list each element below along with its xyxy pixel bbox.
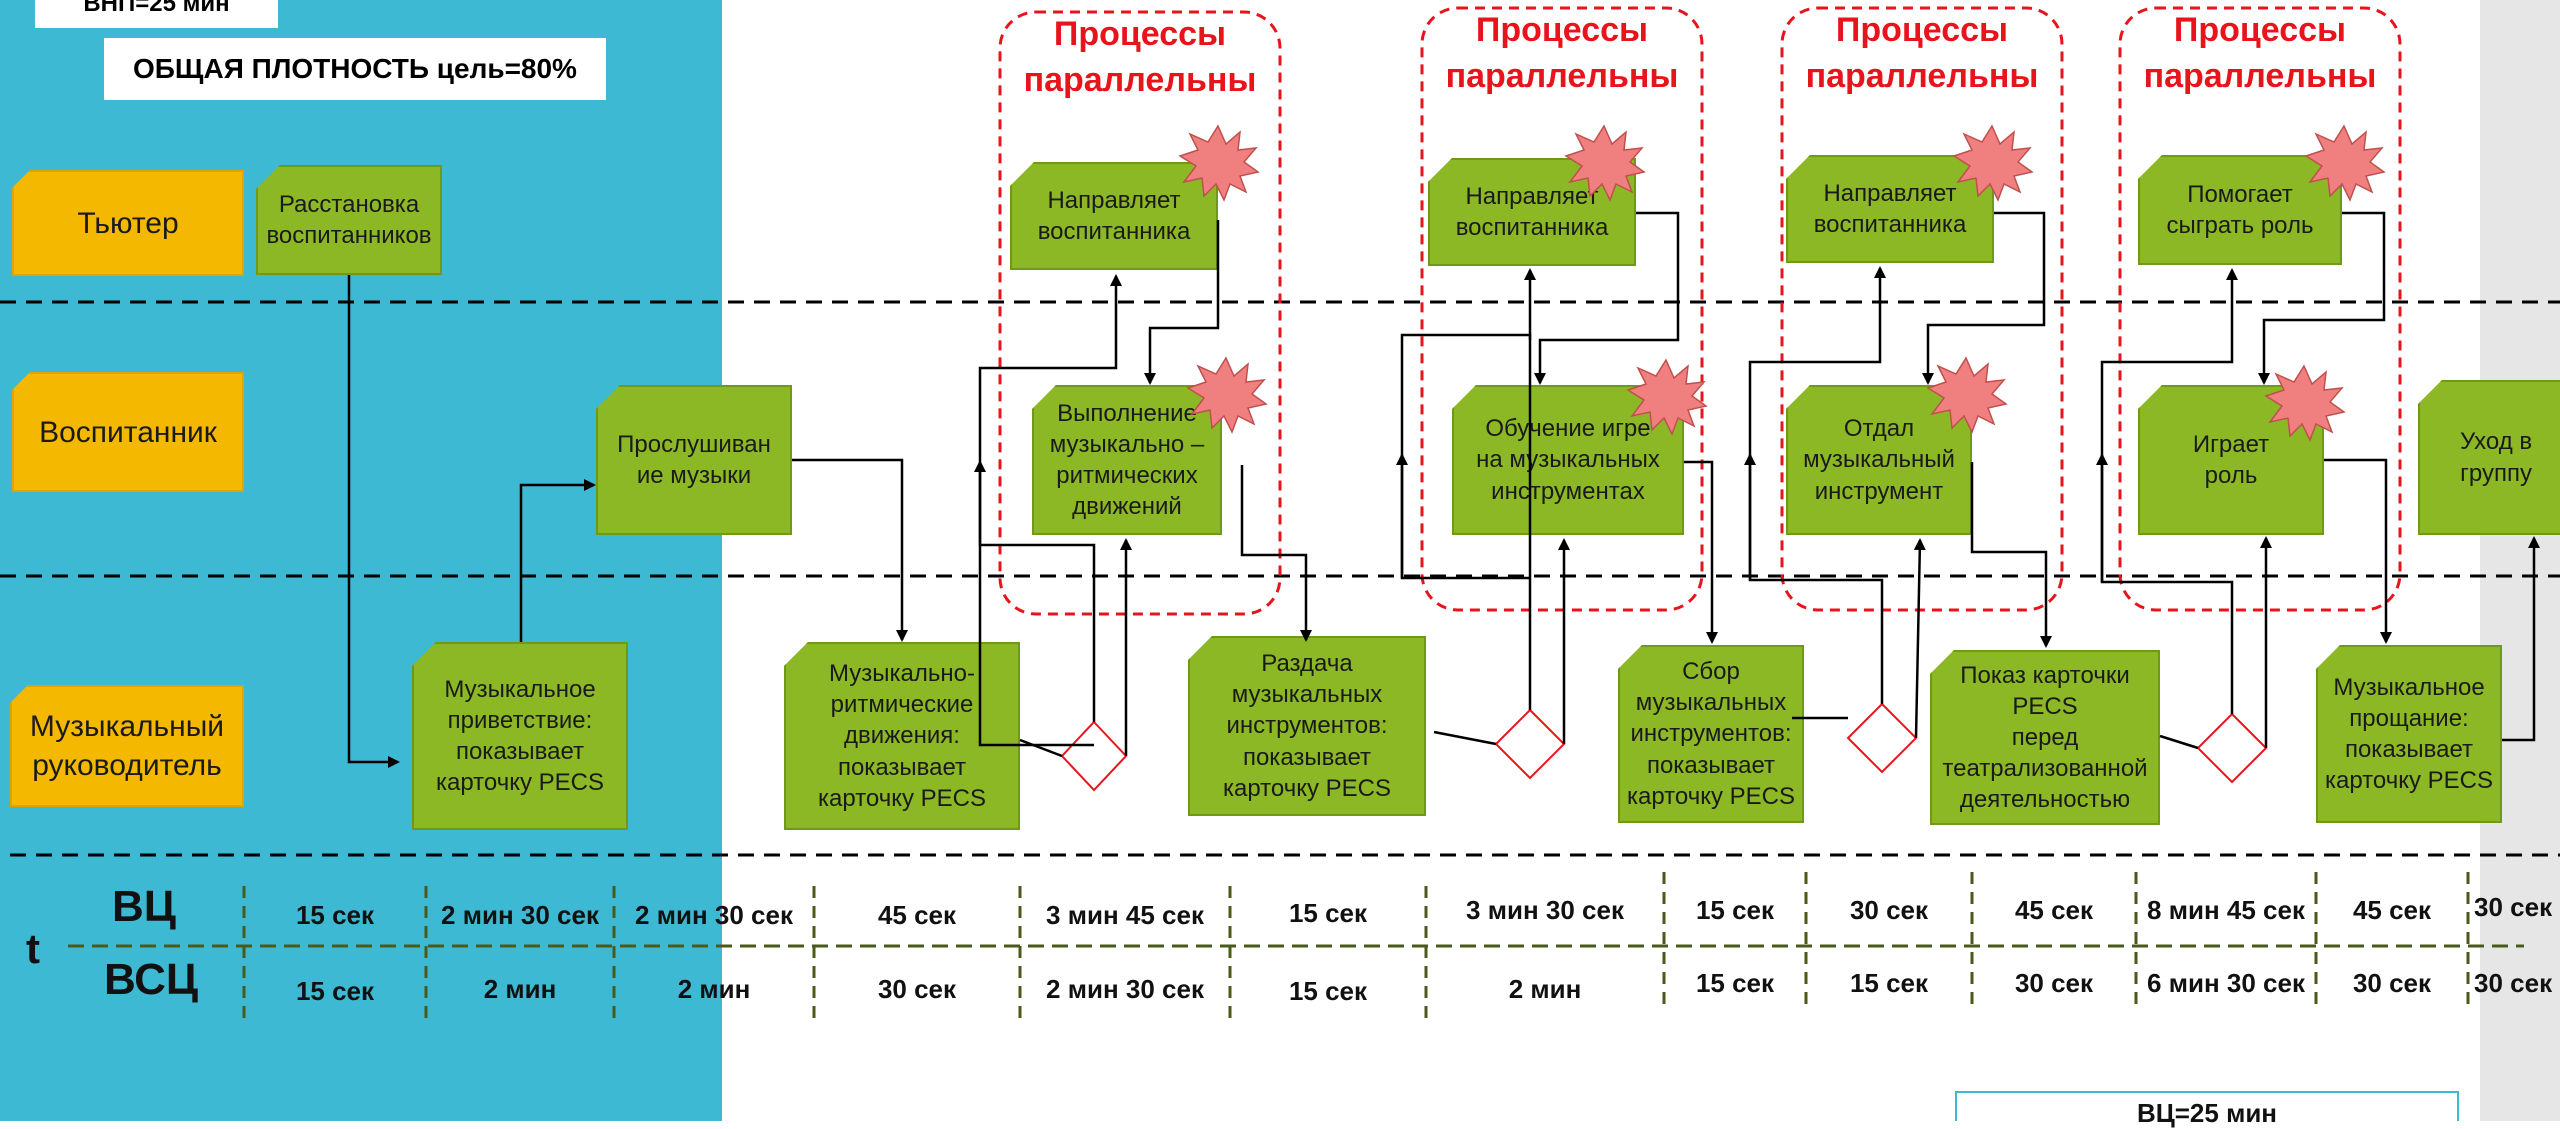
task-help-role: Помогает сыграть роль <box>2138 155 2342 265</box>
vc-cell: 15 сек <box>295 900 375 930</box>
task-farewell: Музыкальное прощание: показывает карточк… <box>2316 645 2502 823</box>
connector <box>974 460 1094 747</box>
parallel-title-4: Процессы параллельны <box>2143 11 2377 95</box>
connector <box>1684 460 1718 644</box>
vc-cell: 3 мин 45 сек <box>1046 900 1204 930</box>
burst-icon <box>1186 356 1268 434</box>
lane-music-director-label: Музыкальный руководитель <box>29 710 225 782</box>
connector <box>1922 211 2046 385</box>
burst-icon <box>1626 358 1708 436</box>
parallel-title-1: Процессы параллельны <box>1023 15 1257 99</box>
gray-background-zone <box>2480 0 2560 1121</box>
connector <box>2502 536 2540 742</box>
task-pecs-show: Показ карточки PECS перед театрализованн… <box>1930 650 2160 825</box>
vsc-cell: 2 мин <box>1508 974 1582 1004</box>
connector <box>1534 211 1680 385</box>
decision-diamond-2 <box>1494 708 1566 780</box>
task-listen-music: Прослушиван ие музыки <box>596 385 792 535</box>
top-label-box: ВНП=25 мин <box>35 0 278 28</box>
decision-diamond-1 <box>1060 720 1128 792</box>
connector <box>792 458 908 642</box>
vsc-cell: 15 сек <box>1695 968 1775 998</box>
task-play-role: Играет роль <box>2138 385 2324 535</box>
connector <box>1144 220 1220 385</box>
vc-cell: 15 сек <box>1288 898 1368 928</box>
vc-cell: 45 сек <box>877 900 957 930</box>
task-distribute: Раздача музыкальных инструментов: показы… <box>1188 636 1426 816</box>
vsc-cell: 15 сек <box>1288 976 1368 1006</box>
parallel-frame-3 <box>1780 6 2064 612</box>
vsc-cell: 30 сек <box>2014 968 2094 998</box>
vsc-cell: 2 мин <box>677 974 751 1004</box>
connector <box>1433 730 1497 746</box>
burst-icon <box>2264 364 2346 442</box>
burst-icon <box>1178 124 1260 202</box>
vsc-cell: 2 мин 30 сек <box>1046 974 1204 1004</box>
lane-music-director: Музыкальный руководитель <box>10 685 244 807</box>
parallel-frame-1 <box>998 10 1282 616</box>
timeline-row2-label: ВСЦ <box>104 955 199 1004</box>
burst-icon <box>1926 356 2008 434</box>
burst-icon <box>2304 124 2386 202</box>
vsc-cell: 30 сек <box>877 974 957 1004</box>
parallel-title-3: Процессы параллельны <box>1805 11 2039 95</box>
task-guide-3: Направляет воспитанника <box>1786 155 1994 263</box>
density-box: ОБЩАЯ ПЛОТНОСТЬ цель=80% <box>104 38 606 100</box>
connector <box>1748 266 1886 704</box>
parallel-title-2: Процессы параллельны <box>1445 11 1679 95</box>
vc-cell: 30 сек <box>1849 895 1929 925</box>
connector <box>1400 333 1532 710</box>
task-greeting: Музыкальное приветствие: показывает карт… <box>412 642 628 830</box>
vc-cell: 30 сек <box>2474 892 2553 922</box>
decision-diamond-3 <box>1846 702 1918 774</box>
decision-diamond-4 <box>2196 712 2268 784</box>
connector <box>1913 538 1926 739</box>
timeline-row1-label: ВЦ <box>112 882 176 931</box>
lane-pupil-label: Воспитанник <box>39 415 217 449</box>
connector <box>1019 738 1063 758</box>
task-arrange-pupils: Расстановка воспитанников <box>256 165 442 275</box>
vc-cell: 3 мин 30 сек <box>1466 895 1624 925</box>
vc-cell: 45 сек <box>2352 895 2432 925</box>
top-label-text: ВНП=25 мин <box>83 0 230 17</box>
connector <box>2324 458 2392 644</box>
lane-tutor-label: Тьютер <box>77 206 179 240</box>
task-collect: Сбор музыкальных инструментов: показывае… <box>1618 645 1804 823</box>
connector <box>1240 465 1312 642</box>
connector <box>2159 734 2199 750</box>
connector <box>347 275 400 768</box>
vsc-cell: 2 мин <box>483 974 557 1004</box>
burst-icon <box>1564 124 1646 202</box>
lane-pupil: Воспитанник <box>12 372 244 492</box>
parallel-frame-2 <box>1420 6 1704 612</box>
vc-cell: 45 сек <box>2014 895 2094 925</box>
timeline-t-label: t <box>26 925 40 972</box>
task-guide-1: Направляет воспитанника <box>1010 162 1218 270</box>
vsc-cell: 6 мин 30 сек <box>2147 968 2305 998</box>
task-learn: Обучение игре на музыкальных инструмента… <box>1452 385 1684 535</box>
vc-cell: 2 мин 30 сек <box>441 900 599 930</box>
vc-cell: 15 сек <box>1695 895 1775 925</box>
task-perform: Выполнение музыкально – ритмических движ… <box>1032 385 1222 535</box>
vc-cell: 8 мин 45 сек <box>2147 895 2305 925</box>
vsc-cell: 15 сек <box>295 976 375 1006</box>
task-leave-to-group: Уход в группу <box>2418 380 2560 535</box>
connector <box>519 479 596 642</box>
vsc-cell: 15 сек <box>1849 968 1929 998</box>
burst-icon <box>1952 124 2034 202</box>
footer-summary-box <box>1955 1091 2459 1121</box>
footer-summary-text: ВЦ=25 мин <box>2136 1098 2278 1128</box>
connector <box>2258 211 2386 385</box>
vsc-cell: 30 сек <box>2352 968 2432 998</box>
lane-tutor: Тьютер <box>12 170 244 276</box>
density-text: ОБЩАЯ ПЛОТНОСТЬ цель=80% <box>133 53 577 84</box>
vsc-cell: 30 сек <box>2474 968 2553 998</box>
timeline-dividers <box>242 872 2470 1024</box>
connector <box>978 274 1122 722</box>
vc-cell: 2 мин 30 сек <box>635 900 793 930</box>
parallel-frame-4 <box>2118 6 2402 612</box>
connector <box>1970 462 2052 648</box>
